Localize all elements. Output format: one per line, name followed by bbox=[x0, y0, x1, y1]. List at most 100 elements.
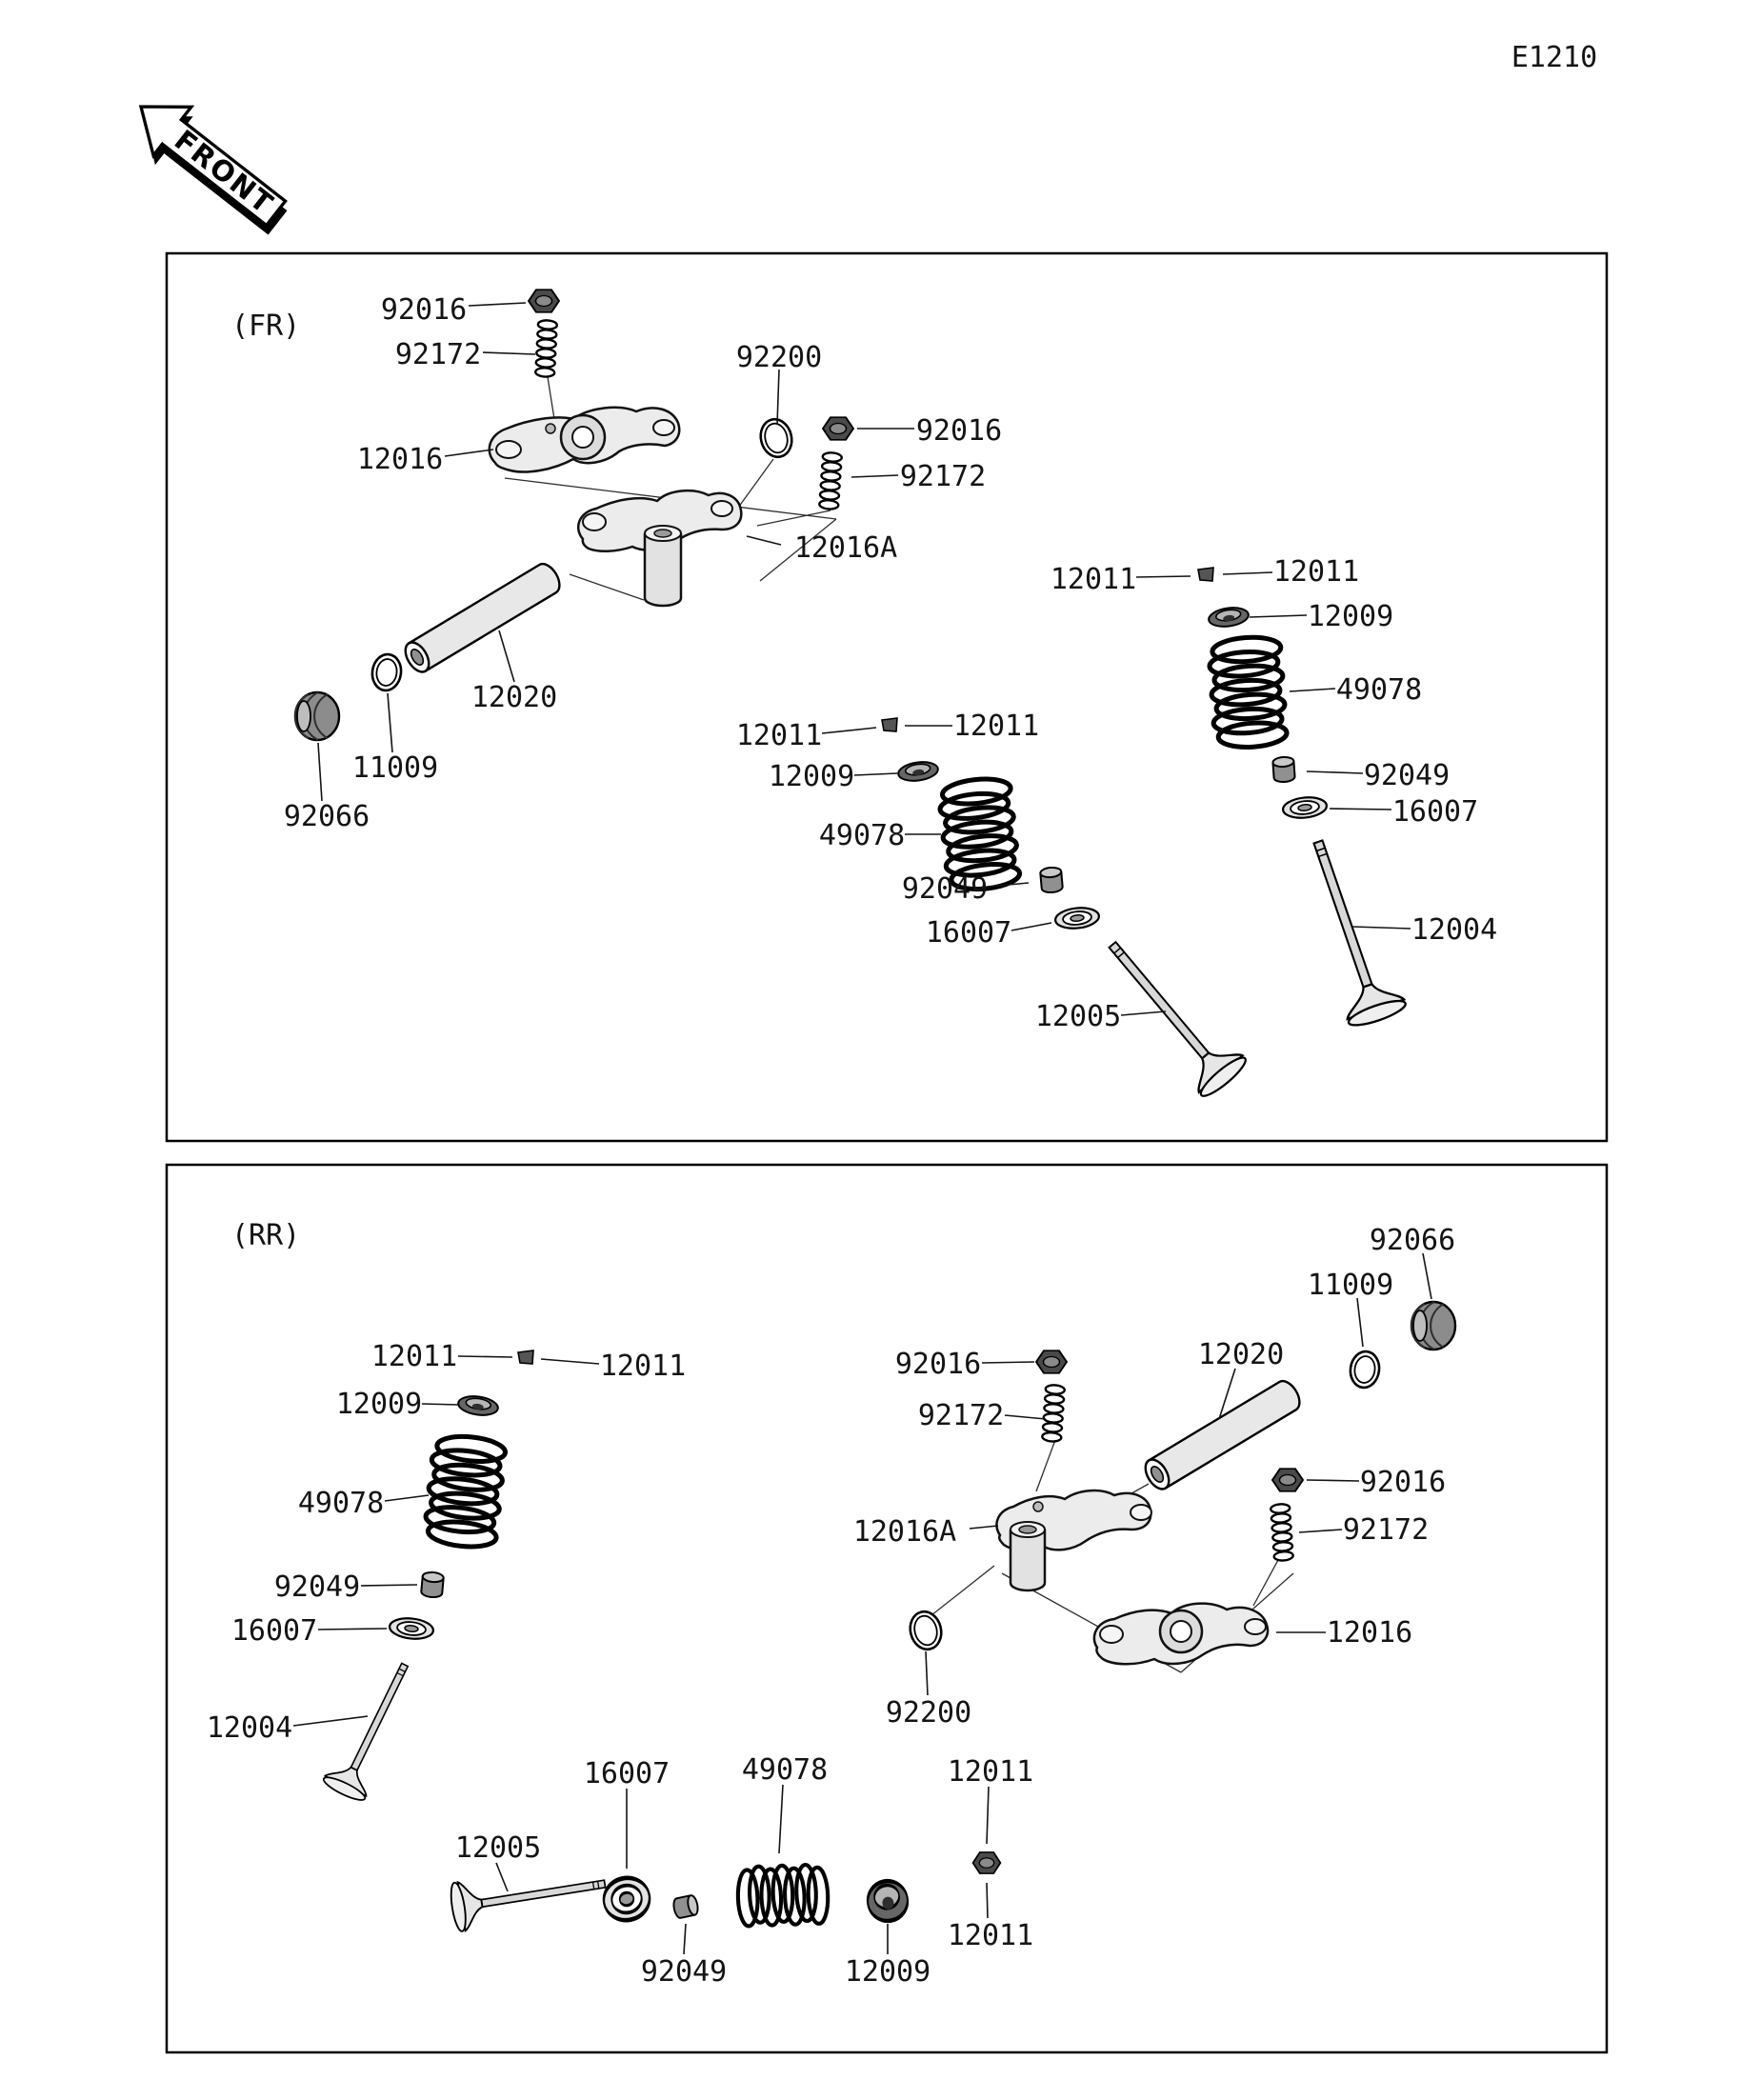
part-label-16007: 16007 bbox=[1392, 795, 1478, 829]
part-label-92200: 92200 bbox=[886, 1696, 971, 1730]
leader-line bbox=[384, 1494, 430, 1502]
part-label-92016: 92016 bbox=[895, 1348, 981, 1381]
leader-line bbox=[468, 302, 527, 307]
part-keeper-12011-fr-ex bbox=[1197, 567, 1214, 582]
leader-line bbox=[1356, 1297, 1364, 1348]
part-label-12016: 12016 bbox=[357, 443, 443, 476]
part-spring-seat-16007-fr-in bbox=[1052, 905, 1102, 931]
front-arrow-label: FRONT bbox=[169, 124, 280, 221]
fr-panel-box bbox=[165, 251, 1609, 1143]
part-label-92049: 92049 bbox=[274, 1570, 360, 1604]
part-label-12011: 12011 bbox=[948, 1755, 1033, 1789]
part-rocker-arm-12016-rr bbox=[1092, 1602, 1270, 1666]
part-label-12009: 12009 bbox=[336, 1388, 422, 1421]
part-stem-seal-92049-rr-ex bbox=[670, 1893, 701, 1920]
leader-line bbox=[498, 630, 515, 683]
part-valve-12005-rr bbox=[447, 1858, 610, 1933]
part-label-49078: 49078 bbox=[1336, 673, 1422, 707]
part-hex-nut-92016-rr-1 bbox=[1035, 1350, 1068, 1374]
part-label-12020: 12020 bbox=[471, 681, 557, 714]
part-keeper-12011-rr-ex bbox=[971, 1850, 1002, 1875]
part-valve-12004-fr bbox=[1289, 830, 1410, 1031]
part-label-11009: 11009 bbox=[1308, 1269, 1393, 1302]
part-label-16007: 16007 bbox=[584, 1757, 670, 1790]
part-label-12011: 12011 bbox=[948, 1919, 1033, 1952]
leader-line bbox=[778, 1784, 784, 1854]
leader-line bbox=[482, 351, 536, 355]
part-label-49078: 49078 bbox=[742, 1753, 828, 1787]
page-code: E1210 bbox=[1511, 41, 1597, 74]
part-keeper-12011-rr-in bbox=[517, 1350, 534, 1365]
leader-line bbox=[1004, 1414, 1047, 1420]
part-stem-seal-92049-fr-in bbox=[1038, 866, 1065, 894]
part-label-11009: 11009 bbox=[352, 751, 438, 785]
leader-line bbox=[925, 1650, 929, 1696]
leader-line bbox=[317, 1628, 388, 1630]
part-adjuster-spring-92172-rr-2 bbox=[1269, 1502, 1295, 1563]
part-label-12004: 12004 bbox=[1411, 913, 1497, 947]
leader-line bbox=[1306, 770, 1364, 774]
leader-line bbox=[1218, 1368, 1236, 1420]
part-ring-92200-fr bbox=[755, 414, 797, 462]
leader-line bbox=[683, 1923, 687, 1955]
leader-line bbox=[986, 1786, 990, 1845]
leader-line bbox=[987, 882, 1030, 888]
leader-line bbox=[821, 727, 877, 734]
part-label-49078: 49078 bbox=[298, 1487, 384, 1520]
part-label-12005: 12005 bbox=[1035, 1000, 1121, 1033]
part-label-12016A: 12016A bbox=[853, 1515, 956, 1549]
leader-line bbox=[1120, 1010, 1167, 1016]
part-rocker-arm-12016a-fr bbox=[577, 489, 743, 608]
leader-line bbox=[1306, 1479, 1360, 1482]
part-valve-12004-rr bbox=[320, 1653, 427, 1805]
part-valve-spring-49078-rr-in bbox=[423, 1433, 507, 1550]
part-labels: 92016 92172 92200 12016 92016 92172 12016A 1201… bbox=[207, 293, 1497, 1989]
leader-line bbox=[495, 1862, 509, 1892]
part-rocker-shaft-12020-fr bbox=[399, 558, 566, 677]
part-label-92172: 92172 bbox=[900, 460, 986, 493]
leader-line bbox=[746, 535, 782, 546]
leader-line bbox=[421, 1403, 460, 1406]
leader-line bbox=[776, 369, 780, 426]
leader-line bbox=[986, 1882, 989, 1919]
part-spring-seat-16007-rr-in bbox=[387, 1615, 436, 1642]
part-retainer-12009-fr-in bbox=[895, 758, 941, 785]
part-adjuster-spring-92172-fr-2 bbox=[817, 450, 844, 511]
leader-line bbox=[360, 1584, 418, 1587]
part-adjuster-spring-92172-rr-1 bbox=[1040, 1383, 1067, 1444]
part-hex-nut-92016-rr-2 bbox=[1271, 1468, 1304, 1492]
leader-line bbox=[444, 449, 494, 457]
part-label-12011: 12011 bbox=[1273, 555, 1359, 589]
part-label-12011: 12011 bbox=[371, 1340, 457, 1373]
leader-line bbox=[1222, 571, 1273, 575]
leader-line bbox=[969, 1525, 999, 1530]
part-label-92016: 92016 bbox=[381, 293, 467, 327]
part-label-12016: 12016 bbox=[1327, 1616, 1412, 1650]
part-rocker-arm-12016-fr bbox=[488, 406, 681, 473]
part-stem-seal-92049-rr-in bbox=[419, 1570, 446, 1599]
leader-line bbox=[1249, 614, 1308, 618]
part-retainer-12009-rr-ex bbox=[864, 1877, 911, 1925]
front-arrow: FRONT bbox=[138, 105, 288, 235]
part-label-12011: 12011 bbox=[1051, 563, 1136, 596]
leader-line bbox=[1011, 922, 1052, 931]
rr-panel-box bbox=[165, 1163, 1609, 2054]
leader-line bbox=[540, 1358, 600, 1365]
fr-panel-parts bbox=[293, 289, 1410, 1102]
leader-line bbox=[981, 1361, 1035, 1364]
part-label-92049: 92049 bbox=[641, 1955, 727, 1989]
part-retainer-12009-fr-ex bbox=[1206, 604, 1251, 630]
leader-line bbox=[317, 742, 323, 802]
part-label-12004: 12004 bbox=[207, 1711, 292, 1745]
part-label-92016: 92016 bbox=[1360, 1466, 1446, 1499]
part-label-92200: 92200 bbox=[736, 341, 822, 374]
part-label-49078: 49078 bbox=[819, 819, 905, 852]
part-hex-nut-92016-fr-1 bbox=[528, 289, 560, 313]
leader-lines bbox=[292, 302, 1432, 1955]
part-spring-seat-16007-rr-ex bbox=[600, 1873, 653, 1924]
part-plug-92066-fr bbox=[293, 690, 341, 742]
part-label-92172: 92172 bbox=[1343, 1513, 1429, 1547]
part-valve-spring-49078-fr-ex bbox=[1208, 635, 1288, 750]
part-label-92016: 92016 bbox=[916, 414, 1002, 448]
